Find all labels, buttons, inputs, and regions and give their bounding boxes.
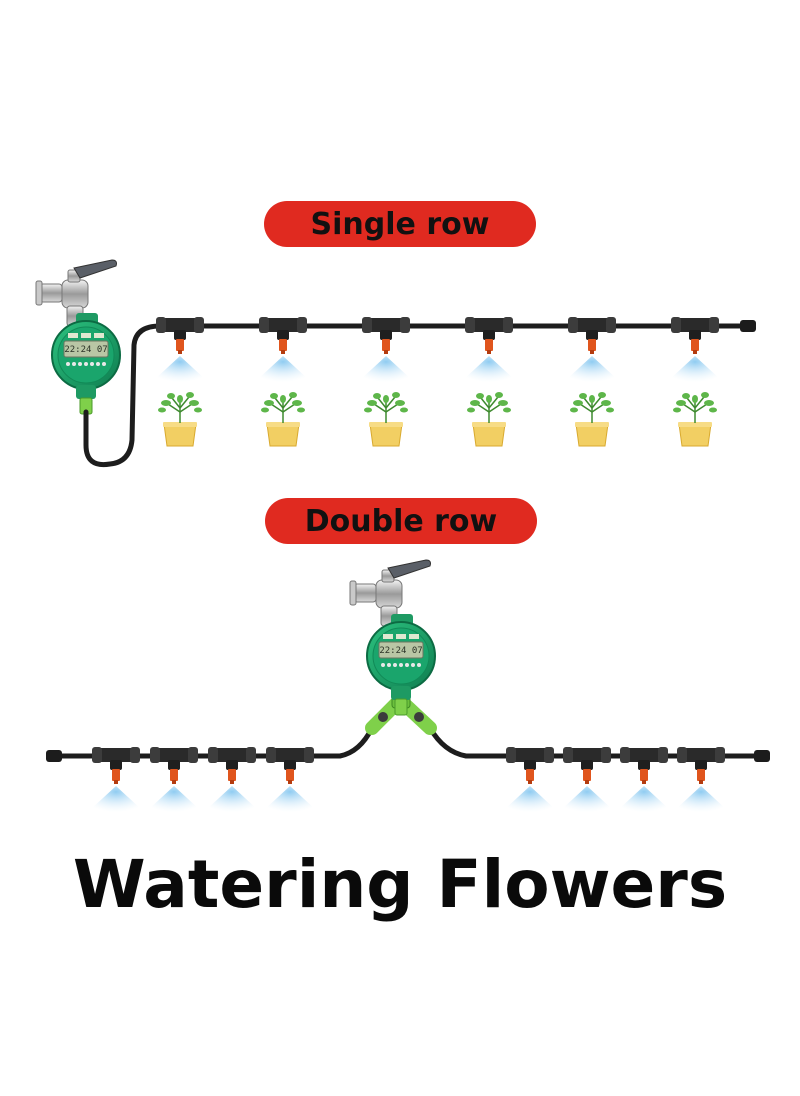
mist-spray-icon <box>566 356 618 385</box>
end-plug-icon <box>46 750 62 762</box>
timer-display-text: 22:24 07 <box>379 646 422 656</box>
tee-connector-icon <box>266 747 314 784</box>
end-plug-icon <box>740 320 756 332</box>
double-row-label: Double row <box>265 498 537 544</box>
single-row-label: Single row <box>264 201 536 247</box>
tee-connector-icon <box>465 317 513 354</box>
tee-connector-icon <box>92 747 140 784</box>
timer-display-text: 22:24 07 <box>64 345 107 355</box>
tee-connector-icon <box>677 747 725 784</box>
potted-plant-icon <box>157 391 203 447</box>
hose <box>83 323 745 468</box>
mist-spray-icon <box>264 786 316 815</box>
tee-connector-icon <box>620 747 668 784</box>
potted-plant-icon <box>363 391 409 447</box>
potted-plant-icon <box>466 391 512 447</box>
water-timer-icon <box>366 613 436 716</box>
mist-spray-icon <box>504 786 556 815</box>
mist-spray-icon <box>90 786 142 815</box>
tee-connector-icon <box>671 317 719 354</box>
mist-spray-icon <box>148 786 200 815</box>
footer-title: Watering Flowers <box>72 846 728 923</box>
mist-spray-icon <box>561 786 613 815</box>
tee-connector-icon <box>506 747 554 784</box>
tee-connector-icon <box>156 317 204 354</box>
mist-spray-icon <box>206 786 258 815</box>
tee-connector-icon <box>208 747 256 784</box>
mist-spray-icon <box>675 786 727 815</box>
faucet-icon <box>349 559 431 627</box>
tee-connector-icon <box>362 317 410 354</box>
mist-spray-icon <box>669 356 721 385</box>
potted-plant-icon <box>260 391 306 447</box>
end-plug-icon <box>754 750 770 762</box>
double-row-system <box>46 559 770 815</box>
single-row-system <box>35 259 756 468</box>
mist-spray-icon <box>154 356 206 385</box>
potted-plant-icon <box>569 391 615 447</box>
mist-spray-icon <box>360 356 412 385</box>
tee-connector-icon <box>259 317 307 354</box>
potted-plant-icon <box>672 391 718 447</box>
mist-spray-icon <box>463 356 515 385</box>
tee-connector-icon <box>563 747 611 784</box>
mist-spray-icon <box>257 356 309 385</box>
mist-spray-icon <box>618 786 670 815</box>
water-timer-icon <box>51 312 121 415</box>
tee-connector-icon <box>568 317 616 354</box>
tee-connector-icon <box>150 747 198 784</box>
